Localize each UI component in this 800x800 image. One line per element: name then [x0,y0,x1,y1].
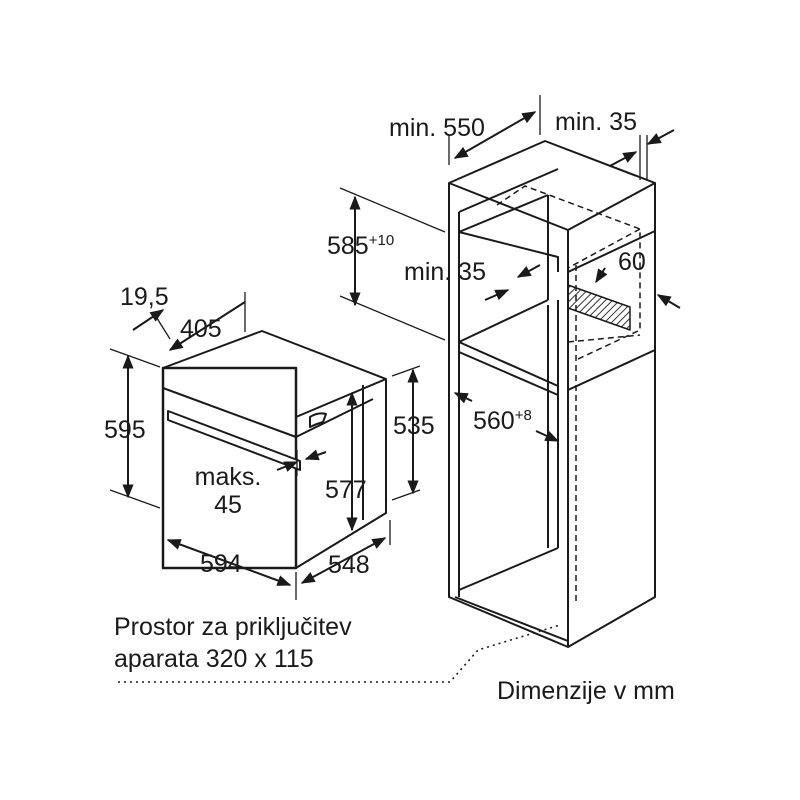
dim-oven-width [162,525,297,600]
dim-handle-depth [168,292,246,351]
label-niche-width-base: 560 [473,407,515,435]
label-oven-depth: 548 [328,551,370,579]
connection-note-line2: aparata 320 x 115 [114,645,314,673]
label-max-text: maks. [194,463,262,491]
label-niche-height-tol: +10 [368,232,395,249]
dim-oven-height [109,348,161,509]
label-oven-height: 595 [104,416,146,444]
dim-niche-width [453,392,560,442]
dim-oven-depth [300,520,391,584]
dim-vent-height [595,267,681,309]
dim-side-gap [609,129,675,180]
label-vent-height: 60 [618,248,646,276]
dim-inner-gap [484,264,541,301]
label-oven-body-height: 535 [393,412,435,440]
label-side-gap: min. 35 [555,108,637,136]
label-inner-height: 577 [325,476,367,504]
label-niche-height: 585+10 [327,233,394,259]
dim-max-protrusion [276,449,327,476]
label-niche-width: 560+8 [473,408,532,434]
label-inner-gap: min. 35 [404,258,486,286]
connection-note-line1: Prostor za priključitev [114,613,352,641]
vent-slot [567,284,631,331]
label-cabinet-depth: min. 550 [389,114,485,142]
label-niche-height-base: 585 [327,232,369,260]
cabinet-drawing [448,140,656,648]
dim-cabinet-depth [448,95,541,165]
label-front-thickness: 19,5 [120,283,169,311]
units-note: Dimenzije v mm [497,677,675,705]
label-max-value: 45 [214,491,242,519]
label-niche-width-tol: +8 [514,407,532,424]
dim-oven-body-height [391,365,421,501]
dim-front-thickness [132,309,171,340]
dashed-opening [496,185,641,605]
label-handle-depth: 405 [180,315,222,343]
dim-niche-height [339,187,446,341]
label-oven-width: 594 [200,550,242,578]
